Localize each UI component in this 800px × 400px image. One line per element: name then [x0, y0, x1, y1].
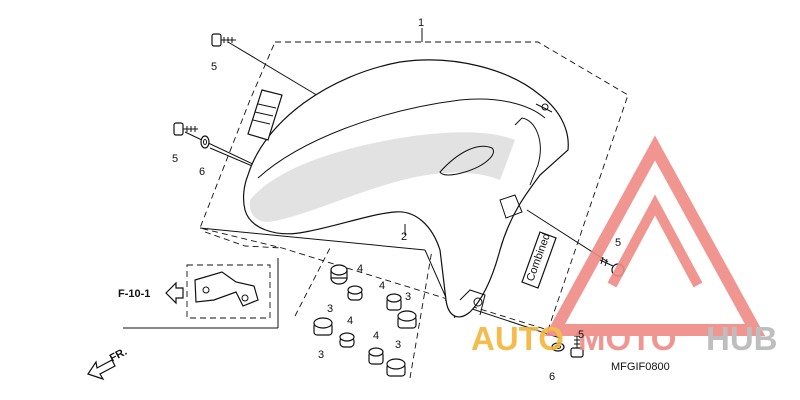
warning-sticker: [247, 89, 283, 141]
callout-5: 5: [615, 237, 621, 249]
callout-5: 5: [578, 329, 584, 341]
collar: [339, 332, 355, 348]
washer-left: [200, 135, 210, 149]
callout-6: 6: [549, 371, 555, 383]
reference-inset: [165, 264, 271, 319]
grommet: [313, 317, 333, 336]
callout-5: 5: [211, 61, 217, 73]
callout-3: 3: [405, 291, 411, 303]
grommet-set: [313, 264, 417, 377]
watermark-triangle: [544, 135, 766, 336]
watermark-moto: MOTO: [578, 320, 676, 357]
front-direction-label: FR.: [108, 346, 129, 365]
reference-label: F-10-1: [118, 288, 150, 300]
grommet: [386, 293, 402, 311]
grommet: [386, 358, 406, 377]
callout-2: 2: [401, 231, 407, 243]
grommet: [397, 310, 417, 329]
callout-3: 3: [327, 303, 333, 315]
grommet: [368, 347, 384, 365]
washer-bottom-right: [551, 342, 565, 352]
grommet: [330, 264, 348, 285]
combined-sticker: Combined: [521, 231, 557, 289]
callout-4: 4: [379, 280, 385, 292]
callout-3: 3: [395, 339, 401, 351]
bolt-bottom-right: [570, 333, 584, 358]
callout-labels: 1 2 3 3 3 3 4 4 4 4 5 5 5 5 6 6: [172, 17, 621, 383]
collar: [347, 285, 363, 301]
front-fender: [242, 59, 569, 318]
reference-arrow: [165, 281, 184, 305]
watermark-hub: HUB: [706, 320, 778, 357]
callout-6: 6: [199, 166, 205, 178]
assembly-outline: [199, 41, 629, 379]
watermark-auto: AUTO: [471, 320, 564, 357]
bolt-left: [173, 122, 198, 136]
callout-3: 3: [318, 349, 324, 361]
callout-4: 4: [373, 330, 379, 342]
bolt-top-left: [211, 33, 236, 47]
callout-5: 5: [172, 153, 178, 165]
callout-1: 1: [418, 17, 424, 29]
callout-4: 4: [347, 315, 353, 327]
diagram-code: MFGIF0800: [611, 361, 670, 373]
callout-4: 4: [357, 263, 363, 275]
watermark: AUTO MOTO HUB: [471, 135, 778, 357]
front-direction-arrow: [87, 359, 116, 381]
